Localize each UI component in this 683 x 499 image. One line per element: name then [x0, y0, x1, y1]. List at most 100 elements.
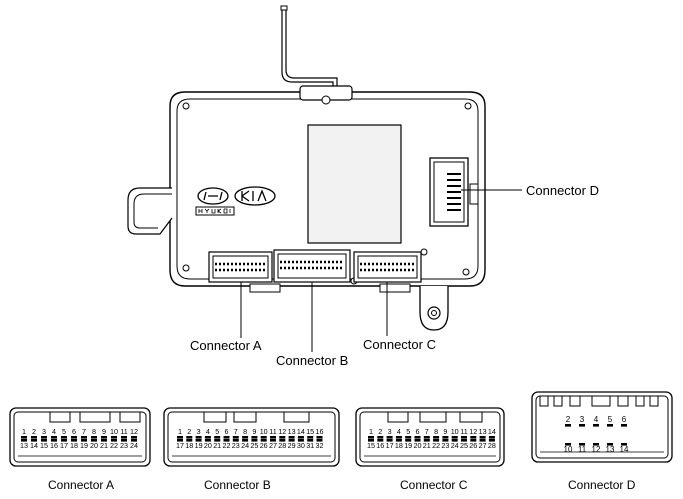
pin-terminal: [607, 443, 613, 446]
pin-terminal: [442, 436, 449, 439]
caption-connector-c: Connector C: [400, 478, 468, 492]
pin-terminal: [307, 436, 314, 439]
control-module-drawing: [127, 5, 522, 352]
pin-terminal: [377, 436, 384, 439]
pin-terminal: [433, 439, 440, 442]
pin-number: 24: [451, 441, 459, 450]
pin-terminal: [81, 439, 87, 442]
pin-terminal: [41, 436, 47, 439]
pin-terminal: [607, 424, 613, 427]
pin-number: 6: [72, 427, 76, 436]
pin-number: 5: [406, 427, 410, 436]
antenna-wire: [281, 8, 334, 90]
pin-terminal: [242, 439, 249, 442]
pin-number: 13: [479, 427, 487, 436]
pin-number: 25: [250, 441, 258, 450]
pin-terminal: [297, 436, 304, 439]
pin-terminal: [565, 443, 571, 446]
antenna-wire-inner: [285, 8, 338, 90]
pin-terminal: [101, 436, 107, 439]
pin-terminal: [405, 436, 412, 439]
pin-terminal: [91, 439, 97, 442]
pin-terminal: [414, 436, 421, 439]
connector-b-inner: [167, 411, 336, 463]
pin-terminal: [405, 439, 412, 442]
pin-number: 30: [297, 441, 305, 450]
pin-number: 28: [488, 441, 496, 450]
pin-terminal: [270, 436, 276, 439]
pin-number: 5: [608, 415, 613, 424]
pin-number: 3: [197, 427, 201, 436]
connector-d-inner: [535, 395, 669, 459]
label-window: [307, 124, 402, 244]
pin-number: 4: [594, 415, 599, 424]
pin-terminal: [368, 439, 374, 442]
pin-number: 13: [20, 441, 28, 450]
pin-number: 10: [260, 427, 268, 436]
connector-a-key-tab: [119, 412, 141, 423]
pin-terminal: [288, 436, 295, 439]
pin-number: 12: [278, 427, 286, 436]
pin-terminal: [368, 436, 374, 439]
pin-terminal: [316, 436, 323, 439]
pin-number: 26: [469, 441, 477, 450]
pin-terminal: [433, 436, 440, 439]
pin-number: 2: [566, 415, 571, 424]
pin-number: 27: [479, 441, 487, 450]
pin-terminal: [31, 436, 37, 439]
module-housing-inner: [176, 98, 479, 280]
connector-c-key-tab: [459, 412, 483, 423]
pin-number: 24: [130, 441, 138, 450]
connector-d-key-tab: [591, 396, 611, 407]
pin-number: 8: [243, 427, 247, 436]
connector-d-outer: [531, 391, 673, 463]
pin-terminal: [251, 436, 258, 439]
pin-number: 1: [369, 427, 373, 436]
pin-terminal: [386, 439, 393, 442]
pin-terminal: [621, 424, 627, 427]
brand-logos: [195, 186, 276, 216]
pin-terminal: [101, 439, 107, 442]
pin-number: 2: [187, 427, 191, 436]
pin-terminal: [31, 439, 37, 442]
pin-number: 14: [488, 427, 496, 436]
callout-connector-b: Connector B: [276, 353, 349, 368]
pin-number: 27: [269, 441, 277, 450]
connector-b-key-tab: [283, 412, 310, 423]
pin-number: 23: [232, 441, 240, 450]
pin-number: 2: [378, 427, 382, 436]
pin-terminal: [242, 436, 249, 439]
pin-terminal: [316, 439, 323, 442]
pin-number: 11: [269, 427, 276, 436]
module-connector-c: [353, 251, 422, 283]
pin-number: 4: [397, 427, 401, 436]
pin-terminal: [260, 436, 267, 439]
pin-terminal: [223, 439, 230, 442]
pin-number: 16: [376, 441, 384, 450]
pin-number: 3: [388, 427, 392, 436]
pin-terminal: [91, 436, 97, 439]
pin-number: 15: [367, 441, 375, 450]
pin-terminal: [131, 436, 137, 439]
pin-number: 14: [30, 441, 38, 450]
pin-terminal: [186, 439, 193, 442]
pin-number: 12: [469, 427, 477, 436]
pin-terminal: [71, 439, 77, 442]
pin-number: 8: [434, 427, 438, 436]
pin-number: 8: [92, 427, 96, 436]
module-connector-d: [429, 157, 479, 227]
pin-number: 22: [432, 441, 440, 450]
pin-terminal: [395, 439, 402, 442]
connector-d-key-tab: [539, 396, 549, 407]
pin-terminal: [111, 436, 117, 439]
pin-number: 19: [404, 441, 412, 450]
pin-terminal: [51, 439, 57, 442]
connector-c-key-tab: [419, 412, 447, 423]
pin-terminal: [61, 439, 67, 442]
pin-number: 22: [110, 441, 118, 450]
pin-terminal: [461, 439, 467, 442]
pin-terminal: [414, 439, 421, 442]
pin-terminal: [232, 436, 239, 439]
connector-d-key-tab: [553, 396, 563, 407]
pin-number: 14: [620, 445, 629, 454]
